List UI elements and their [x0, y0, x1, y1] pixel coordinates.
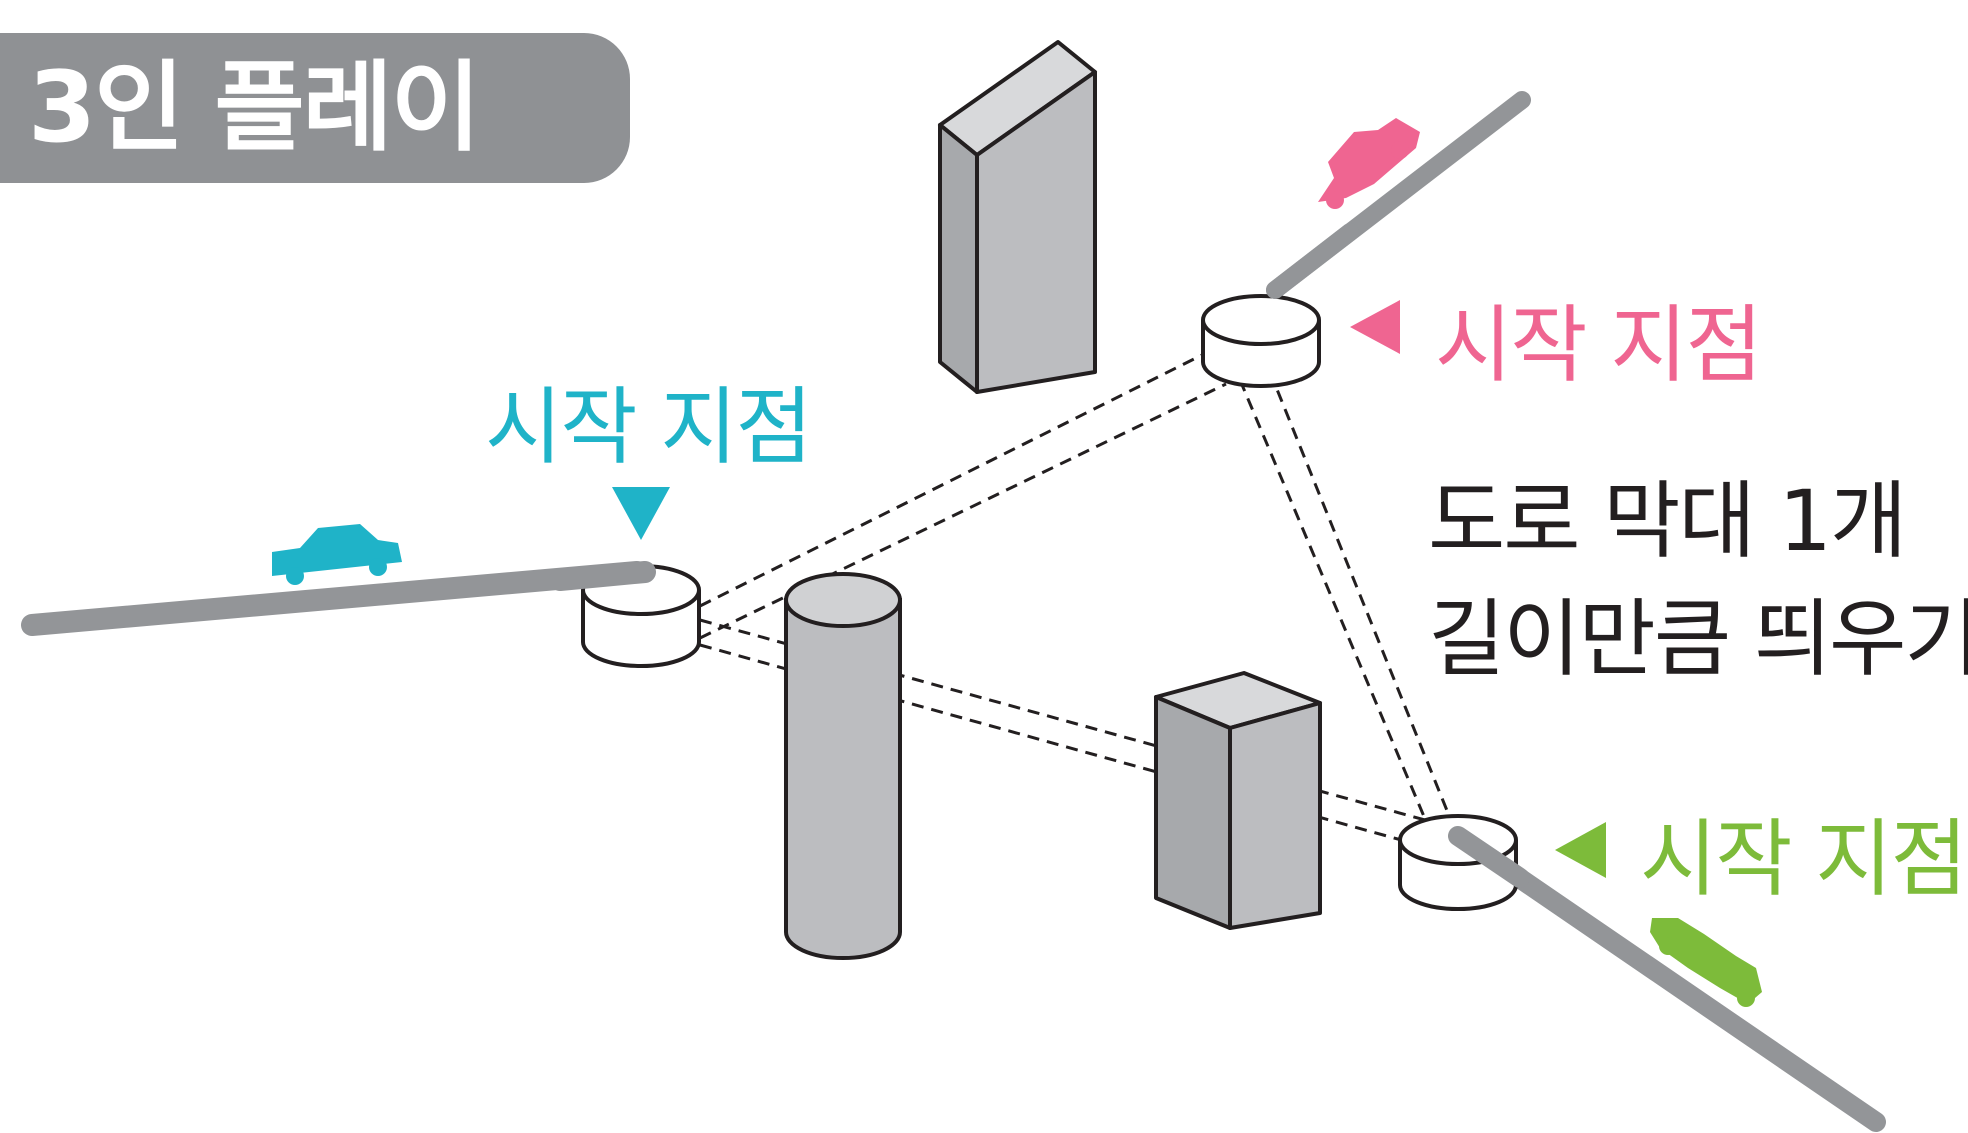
start-point-label-green: 시작 지점 — [1640, 810, 1968, 908]
green-car-icon — [1650, 918, 1762, 1007]
tall-building — [938, 40, 1097, 394]
triangle-left-icon — [1555, 822, 1606, 878]
triangle-down-icon — [612, 487, 670, 540]
box-building — [1154, 671, 1322, 930]
start-pad-pink — [1201, 294, 1321, 388]
cylinder-pillar — [784, 572, 902, 960]
start-point-label-pink: 시작 지점 — [1435, 296, 1763, 394]
pink-car-icon — [1318, 118, 1420, 209]
distance-note-line1: 도로 막대 1개 — [1428, 472, 1907, 570]
title-badge: 3인 플레이 — [0, 33, 630, 183]
page-title: 3인 플레이 — [28, 51, 481, 165]
start-point-label-blue: 시작 지점 — [485, 378, 813, 476]
distance-note-line2: 길이만큼 띄우기 — [1428, 590, 1968, 688]
blue-car-icon — [272, 524, 402, 585]
triangle-left-icon — [1350, 300, 1400, 354]
distance-note: 도로 막대 1개 길이만큼 띄우기 — [1428, 462, 1968, 698]
road-bar-blue — [21, 561, 648, 636]
